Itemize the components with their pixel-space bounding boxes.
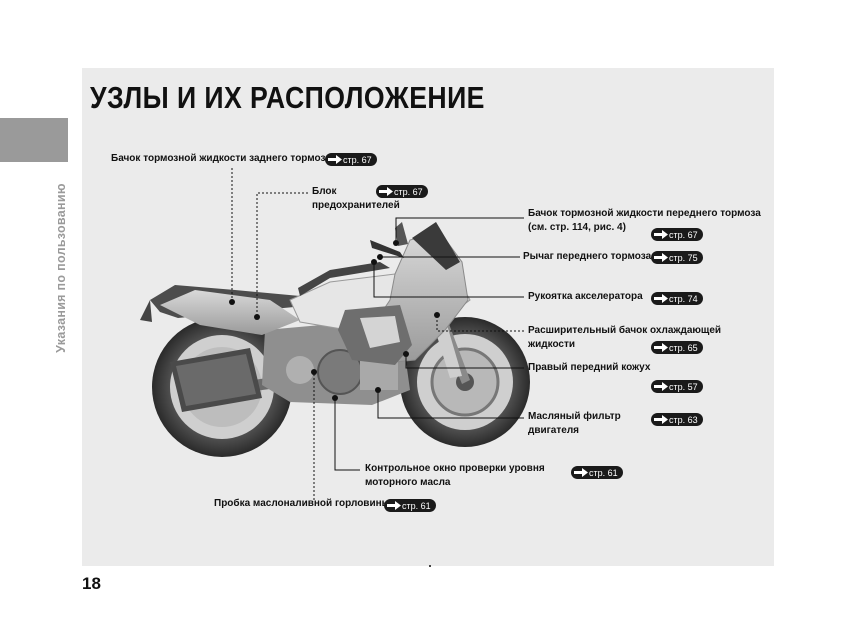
label-rear-brake-reservoir: Бачок тормозной жидкости заднего тормоза bbox=[111, 153, 331, 164]
ref-fuse-box[interactable]: стр. 67 bbox=[376, 185, 428, 198]
ref-right-front-cover[interactable]: стр. 57 bbox=[651, 380, 703, 393]
right-arrow-icon bbox=[654, 382, 668, 391]
ref-front-brake-lever[interactable]: стр. 75 bbox=[651, 251, 703, 264]
right-arrow-icon bbox=[654, 343, 668, 352]
label-front-brake-lever: Рычаг переднего тормоза bbox=[523, 251, 652, 262]
page-marker-dot bbox=[429, 565, 431, 567]
page-number: 18 bbox=[82, 574, 101, 593]
right-arrow-icon bbox=[654, 230, 668, 239]
right-arrow-icon bbox=[387, 501, 401, 510]
page-title: УЗЛЫ И ИХ РАСПОЛОЖЕНИЕ bbox=[90, 80, 485, 115]
right-arrow-icon bbox=[654, 294, 668, 303]
label-right-front-cover: Правый передний кожух bbox=[528, 362, 651, 373]
label-oil-filler-cap: Пробка маслоналивной горловины bbox=[214, 498, 391, 509]
right-arrow-icon bbox=[328, 155, 342, 164]
right-arrow-icon bbox=[654, 415, 668, 424]
ref-engine-oil-filter[interactable]: стр. 63 bbox=[651, 413, 703, 426]
right-arrow-icon bbox=[379, 187, 393, 196]
right-arrow-icon bbox=[654, 253, 668, 262]
ref-throttle-grip[interactable]: стр. 74 bbox=[651, 292, 703, 305]
label-front-brake-reservoir: Бачок тормозной жидкости переднего тормо… bbox=[528, 208, 761, 233]
motorcycle-illustration bbox=[140, 222, 530, 457]
ref-front-brake-reservoir[interactable]: стр. 67 bbox=[651, 228, 703, 241]
ref-oil-filler-cap[interactable]: стр. 61 bbox=[384, 499, 436, 512]
section-tab bbox=[0, 118, 68, 162]
right-arrow-icon bbox=[574, 468, 588, 477]
ref-coolant-reserve-tank[interactable]: стр. 65 bbox=[651, 341, 703, 354]
callout-points bbox=[229, 240, 440, 401]
ref-oil-level-window[interactable]: стр. 61 bbox=[571, 466, 623, 479]
label-throttle-grip: Рукоятка акселератора bbox=[528, 291, 643, 302]
callout-leaders bbox=[231, 168, 524, 500]
ref-rear-brake-reservoir[interactable]: стр. 67 bbox=[325, 153, 377, 166]
